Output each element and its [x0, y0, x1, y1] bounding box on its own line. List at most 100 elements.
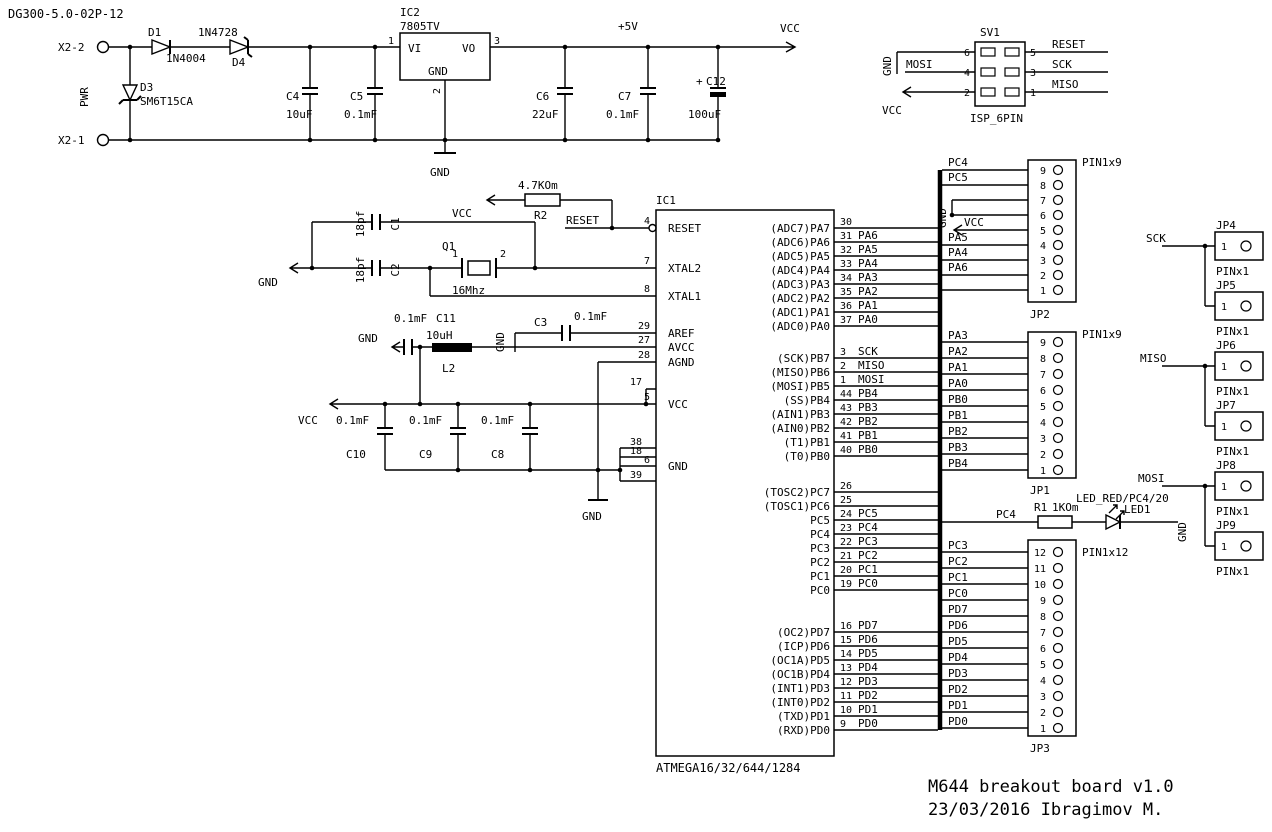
net-label-sck: SCK — [1052, 58, 1072, 71]
label-d4-value: 1N4728 — [198, 26, 238, 39]
jp3-pin-pad — [1052, 594, 1064, 606]
isp-pin-number: 3 — [1030, 68, 1036, 79]
net-label: PB1 — [858, 429, 878, 442]
mcu-pin-name: (AIN1)PB3 — [770, 408, 830, 421]
net-label: PC3 — [948, 539, 968, 552]
mcu-pin-number: 24 — [840, 509, 852, 520]
jp1-pin-number: 2 — [1040, 450, 1046, 461]
net-label: PA5 — [948, 231, 968, 244]
net-label: PA6 — [948, 261, 968, 274]
net-label-vcc: VCC — [298, 414, 318, 427]
mcu-pin-number: 25 — [840, 495, 852, 506]
jp9-body — [1214, 531, 1264, 561]
decoupling-caps: VCC 0.1mF 0.1mF 0.1mF C10 C9 C8 GND — [298, 388, 656, 523]
jp3-pin-number: 8 — [1040, 612, 1046, 623]
label-l2-value: 10uH — [426, 329, 453, 342]
jp2-pin-pad — [1052, 269, 1064, 281]
net-label: PA4 — [948, 246, 968, 259]
label-jp7-ref: JP7 — [1216, 399, 1236, 412]
net-label: PD6 — [858, 633, 878, 646]
net-label-gnd: GND — [1176, 522, 1189, 542]
diode-d3-icon — [121, 84, 139, 102]
net-label: MISO — [858, 359, 885, 372]
mcu-pin-name: (ADC5)PA5 — [770, 250, 830, 263]
jp3-pin-number: 10 — [1034, 580, 1046, 591]
net-label-mosi: MOSI — [1138, 472, 1165, 485]
mcu-pin-name: PC1 — [810, 570, 830, 583]
mcu-pin-name: (T0)PB0 — [784, 450, 830, 463]
jp1-pin-pad — [1052, 464, 1064, 476]
label-c1-value: 18pf — [354, 211, 367, 238]
net-label-gnd: GND — [881, 56, 894, 76]
isp-pin-number: 5 — [1030, 48, 1036, 59]
mcu-pin-number: 36 — [840, 301, 852, 312]
jp2-pin-number: 1 — [1040, 286, 1046, 297]
mcu-pin-name: GND — [668, 460, 688, 473]
label-c1-ref: C1 — [389, 217, 402, 230]
mcu-pin-number: 6 — [644, 455, 650, 466]
label-c4-value: 10uF — [286, 108, 313, 121]
net-label: PD1 — [858, 703, 878, 716]
net-label: PC4 — [996, 508, 1016, 521]
label-l2-ref: L2 — [442, 362, 455, 375]
net-label: PD0 — [948, 715, 968, 728]
jp3-pin-pad — [1052, 578, 1064, 590]
mcu-ic1: IC1 ATMEGA16/32/644/1284 RESET XTAL2 XTA… — [630, 170, 943, 775]
isp-pin-pad — [1004, 67, 1020, 77]
net-label-gnd: GND — [358, 332, 378, 345]
isp-pin-pad — [980, 67, 996, 77]
net-label: PD4 — [858, 661, 878, 674]
net-label-miso: MISO — [1052, 78, 1079, 91]
label-x2-2: X2-2 — [58, 41, 85, 54]
label-sv1-ref: SV1 — [980, 26, 1000, 39]
mcu-pin-number: 22 — [840, 537, 852, 548]
label-c12-ref: C12 — [706, 75, 726, 88]
jp2-pin-number: 3 — [1040, 256, 1046, 267]
net-label: PB4 — [858, 387, 878, 400]
jp1-pin-number: 7 — [1040, 370, 1046, 381]
net-label: MOSI — [858, 373, 885, 386]
net-label-reset: RESET — [566, 214, 599, 227]
mcu-pin-number: 21 — [840, 551, 852, 562]
label-d3-value: SM6T15CA — [140, 95, 193, 108]
label-jp1-ref: JP1 — [1030, 484, 1050, 497]
jp1-pin-pad — [1052, 368, 1064, 380]
led1-emission-arrows-icon — [1108, 504, 1125, 520]
net-label: PC5 — [948, 171, 968, 184]
power-section: X2-2 X2-1 PWR D1 1N4004 1N4728 D4 D3 SM6… — [58, 6, 800, 179]
label-sv1-value: ISP_6PIN — [970, 112, 1023, 125]
mcu-pin-name: RESET — [668, 222, 701, 235]
net-label: PC5 — [858, 507, 878, 520]
crystal-circuit: GND 18pf C1 18pf C2 Q1 1 2 16Mhz — [258, 211, 656, 297]
jp1-pin-pad — [1052, 416, 1064, 428]
mcu-pin-name: (OC2)PD7 — [777, 626, 830, 639]
mcu-pin-number: 39 — [630, 470, 642, 481]
jp2-pin-number: 8 — [1040, 181, 1046, 192]
jp3-pin-pad — [1052, 690, 1064, 702]
led1-diode-icon — [1105, 513, 1122, 531]
net-label-miso: MISO — [1140, 352, 1167, 365]
jp8-body — [1214, 471, 1264, 501]
net-label-vcc: VCC — [964, 216, 984, 229]
label-pwr: PWR — [78, 87, 91, 107]
jp6-body — [1214, 351, 1264, 381]
mcu-pin-number: 4 — [644, 216, 650, 227]
net-label: PA2 — [858, 285, 878, 298]
label-c4-ref: C4 — [286, 90, 300, 103]
mcu-pin-name: PC4 — [810, 528, 830, 541]
net-label-gnd: GND — [494, 332, 507, 352]
jp1-wires — [942, 341, 1028, 471]
mcu-pin-number: 31 — [840, 231, 852, 242]
analog-filter: GND 0.1mF C11 10uH L2 GND C3 0.1mF — [358, 310, 656, 501]
jp3-pin-pad — [1052, 562, 1064, 574]
jp2-pin-number: 4 — [1040, 241, 1046, 252]
mcu-pin-name: PC3 — [810, 542, 830, 555]
jp3-pin-number: 1 — [1040, 724, 1046, 735]
mcu-pin-name: (ADC0)PA0 — [770, 320, 830, 333]
mcu-pin-name: (AIN0)PB2 — [770, 422, 830, 435]
label-c6-value: 22uF — [532, 108, 559, 121]
label-jp5-ref: JP5 — [1216, 279, 1236, 292]
jp3-pin-pad — [1052, 722, 1064, 734]
label-ic2-value: 7805TV — [400, 20, 440, 33]
